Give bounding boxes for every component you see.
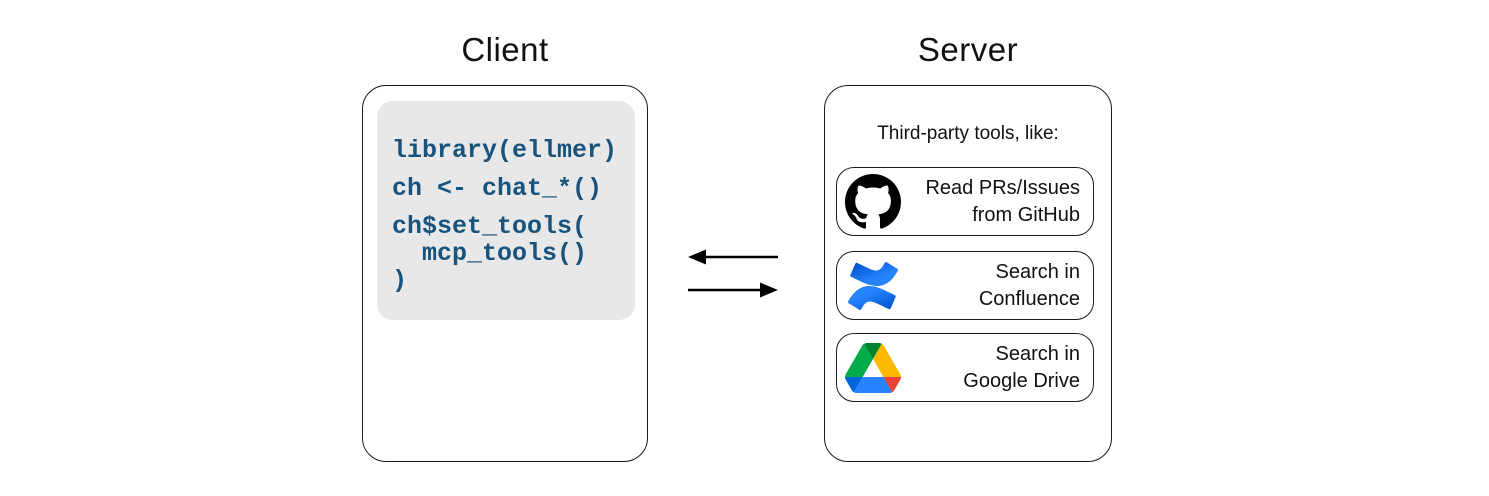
bidirectional-arrows <box>688 249 778 298</box>
tool-label-line1: Read PRs/Issues <box>925 176 1080 199</box>
server-title: Server <box>917 31 1019 68</box>
tool-card-google-drive: Search in Google Drive <box>836 333 1094 402</box>
github-icon <box>842 173 904 230</box>
tool-card-github: Read PRs/Issues from GitHub <box>836 167 1094 236</box>
code-line-set-tools: ch$set_tools( <box>392 212 588 241</box>
tool-label-line2: Google Drive <box>963 369 1080 392</box>
tool-label-confluence: Search in Confluence <box>904 259 1093 313</box>
tool-label-google-drive: Search in Google Drive <box>904 341 1093 395</box>
tool-label-line2: from GitHub <box>972 203 1080 226</box>
tool-label-line1: Search in <box>995 260 1081 283</box>
code-line-chat: ch <- chat_*() <box>392 174 603 203</box>
tool-label-line1: Search in <box>995 342 1081 365</box>
right-arrow <box>688 282 778 298</box>
tool-label-line2: Confluence <box>978 287 1080 310</box>
left-arrow <box>688 249 778 265</box>
server-subtitle: Third-party tools, like: <box>877 123 1059 144</box>
server-box: Third-party tools, like: Read PRs/Issues… <box>824 85 1112 462</box>
code-line-close-paren: ) <box>392 266 408 295</box>
tool-label-github: Read PRs/Issues from GitHub <box>904 175 1093 229</box>
confluence-icon <box>842 261 904 310</box>
r-code-block: library(ellmer) ch <- chat_*() ch$set_to… <box>377 101 635 320</box>
code-line-library: library(ellmer) <box>392 136 618 165</box>
client-title: Client <box>461 31 549 68</box>
code-line-mcp-tools: mcp_tools() <box>392 239 588 268</box>
google-drive-icon <box>842 342 904 393</box>
tool-card-confluence: Search in Confluence <box>836 251 1094 320</box>
